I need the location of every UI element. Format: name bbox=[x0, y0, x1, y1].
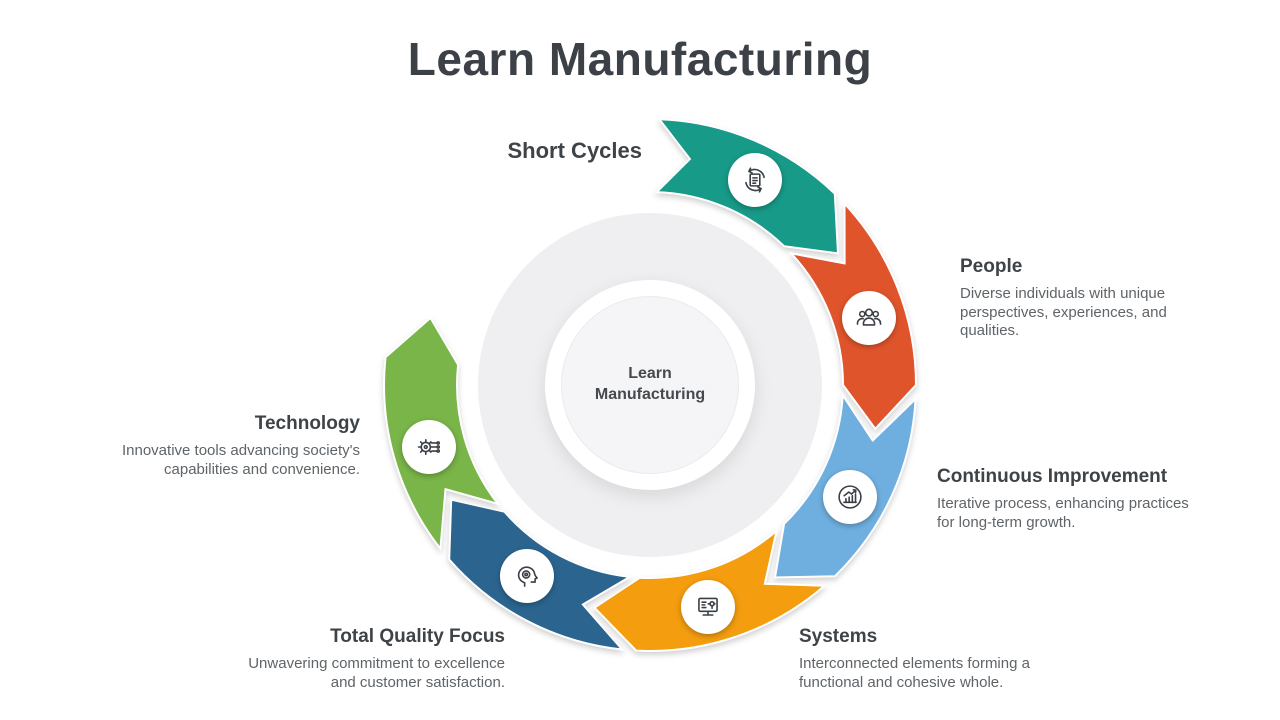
technology-node bbox=[402, 420, 456, 474]
total-quality-focus-node bbox=[500, 549, 554, 603]
segment-label-technology: Technology Innovative tools advancing so… bbox=[60, 413, 360, 479]
segment-label-continuous-improvement: Continuous Improvement Iterative process… bbox=[937, 466, 1202, 532]
continuous-improvement-node bbox=[823, 470, 877, 524]
center-label-line1: Learn bbox=[628, 365, 672, 383]
center-label: Learn Manufacturing bbox=[595, 364, 705, 406]
segment-description-systems: Interconnected elements forming a functi… bbox=[799, 655, 1030, 691]
segment-title-technology: Technology bbox=[254, 413, 360, 434]
segment-title-systems: Systems bbox=[799, 626, 878, 647]
page-title: Learn Manufacturing bbox=[407, 33, 873, 85]
computer-system-icon bbox=[698, 597, 718, 616]
segment-description-total-quality-focus: Unwavering commitment to excellence and … bbox=[248, 655, 505, 691]
segment-description-technology: Innovative tools advancing society's cap… bbox=[121, 442, 360, 478]
segment-label-total-quality-focus: Total Quality Focus Unwavering commitmen… bbox=[225, 626, 505, 692]
segment-title-short-cycles: Short Cycles bbox=[507, 138, 643, 163]
center-label-line2: Manufacturing bbox=[594, 386, 706, 403]
segment-description-continuous-improvement: Iterative process, enhancing practices f… bbox=[937, 495, 1189, 531]
systems-node bbox=[681, 580, 735, 634]
quality-mind-icon bbox=[517, 566, 538, 587]
segment-title-people: People bbox=[960, 256, 1023, 277]
people-icon bbox=[856, 308, 882, 326]
gear-circuit-icon bbox=[417, 438, 441, 456]
segment-title-continuous-improvement: Continuous Improvement bbox=[937, 466, 1168, 487]
segment-label-short-cycles: Short Cycles bbox=[352, 138, 643, 164]
segment-description-people: Diverse individuals with unique perspect… bbox=[960, 285, 1167, 340]
center-label-circle: Learn Manufacturing bbox=[561, 296, 739, 474]
process-cycle-icon bbox=[745, 167, 765, 193]
short-cycles-node bbox=[728, 153, 782, 207]
segment-label-systems: Systems Interconnected elements forming … bbox=[799, 626, 1071, 692]
growth-chart-icon bbox=[838, 485, 862, 509]
segment-label-people: People Diverse individuals with unique p… bbox=[960, 256, 1220, 341]
people-node bbox=[842, 291, 896, 345]
segment-title-total-quality-focus: Total Quality Focus bbox=[330, 626, 505, 647]
